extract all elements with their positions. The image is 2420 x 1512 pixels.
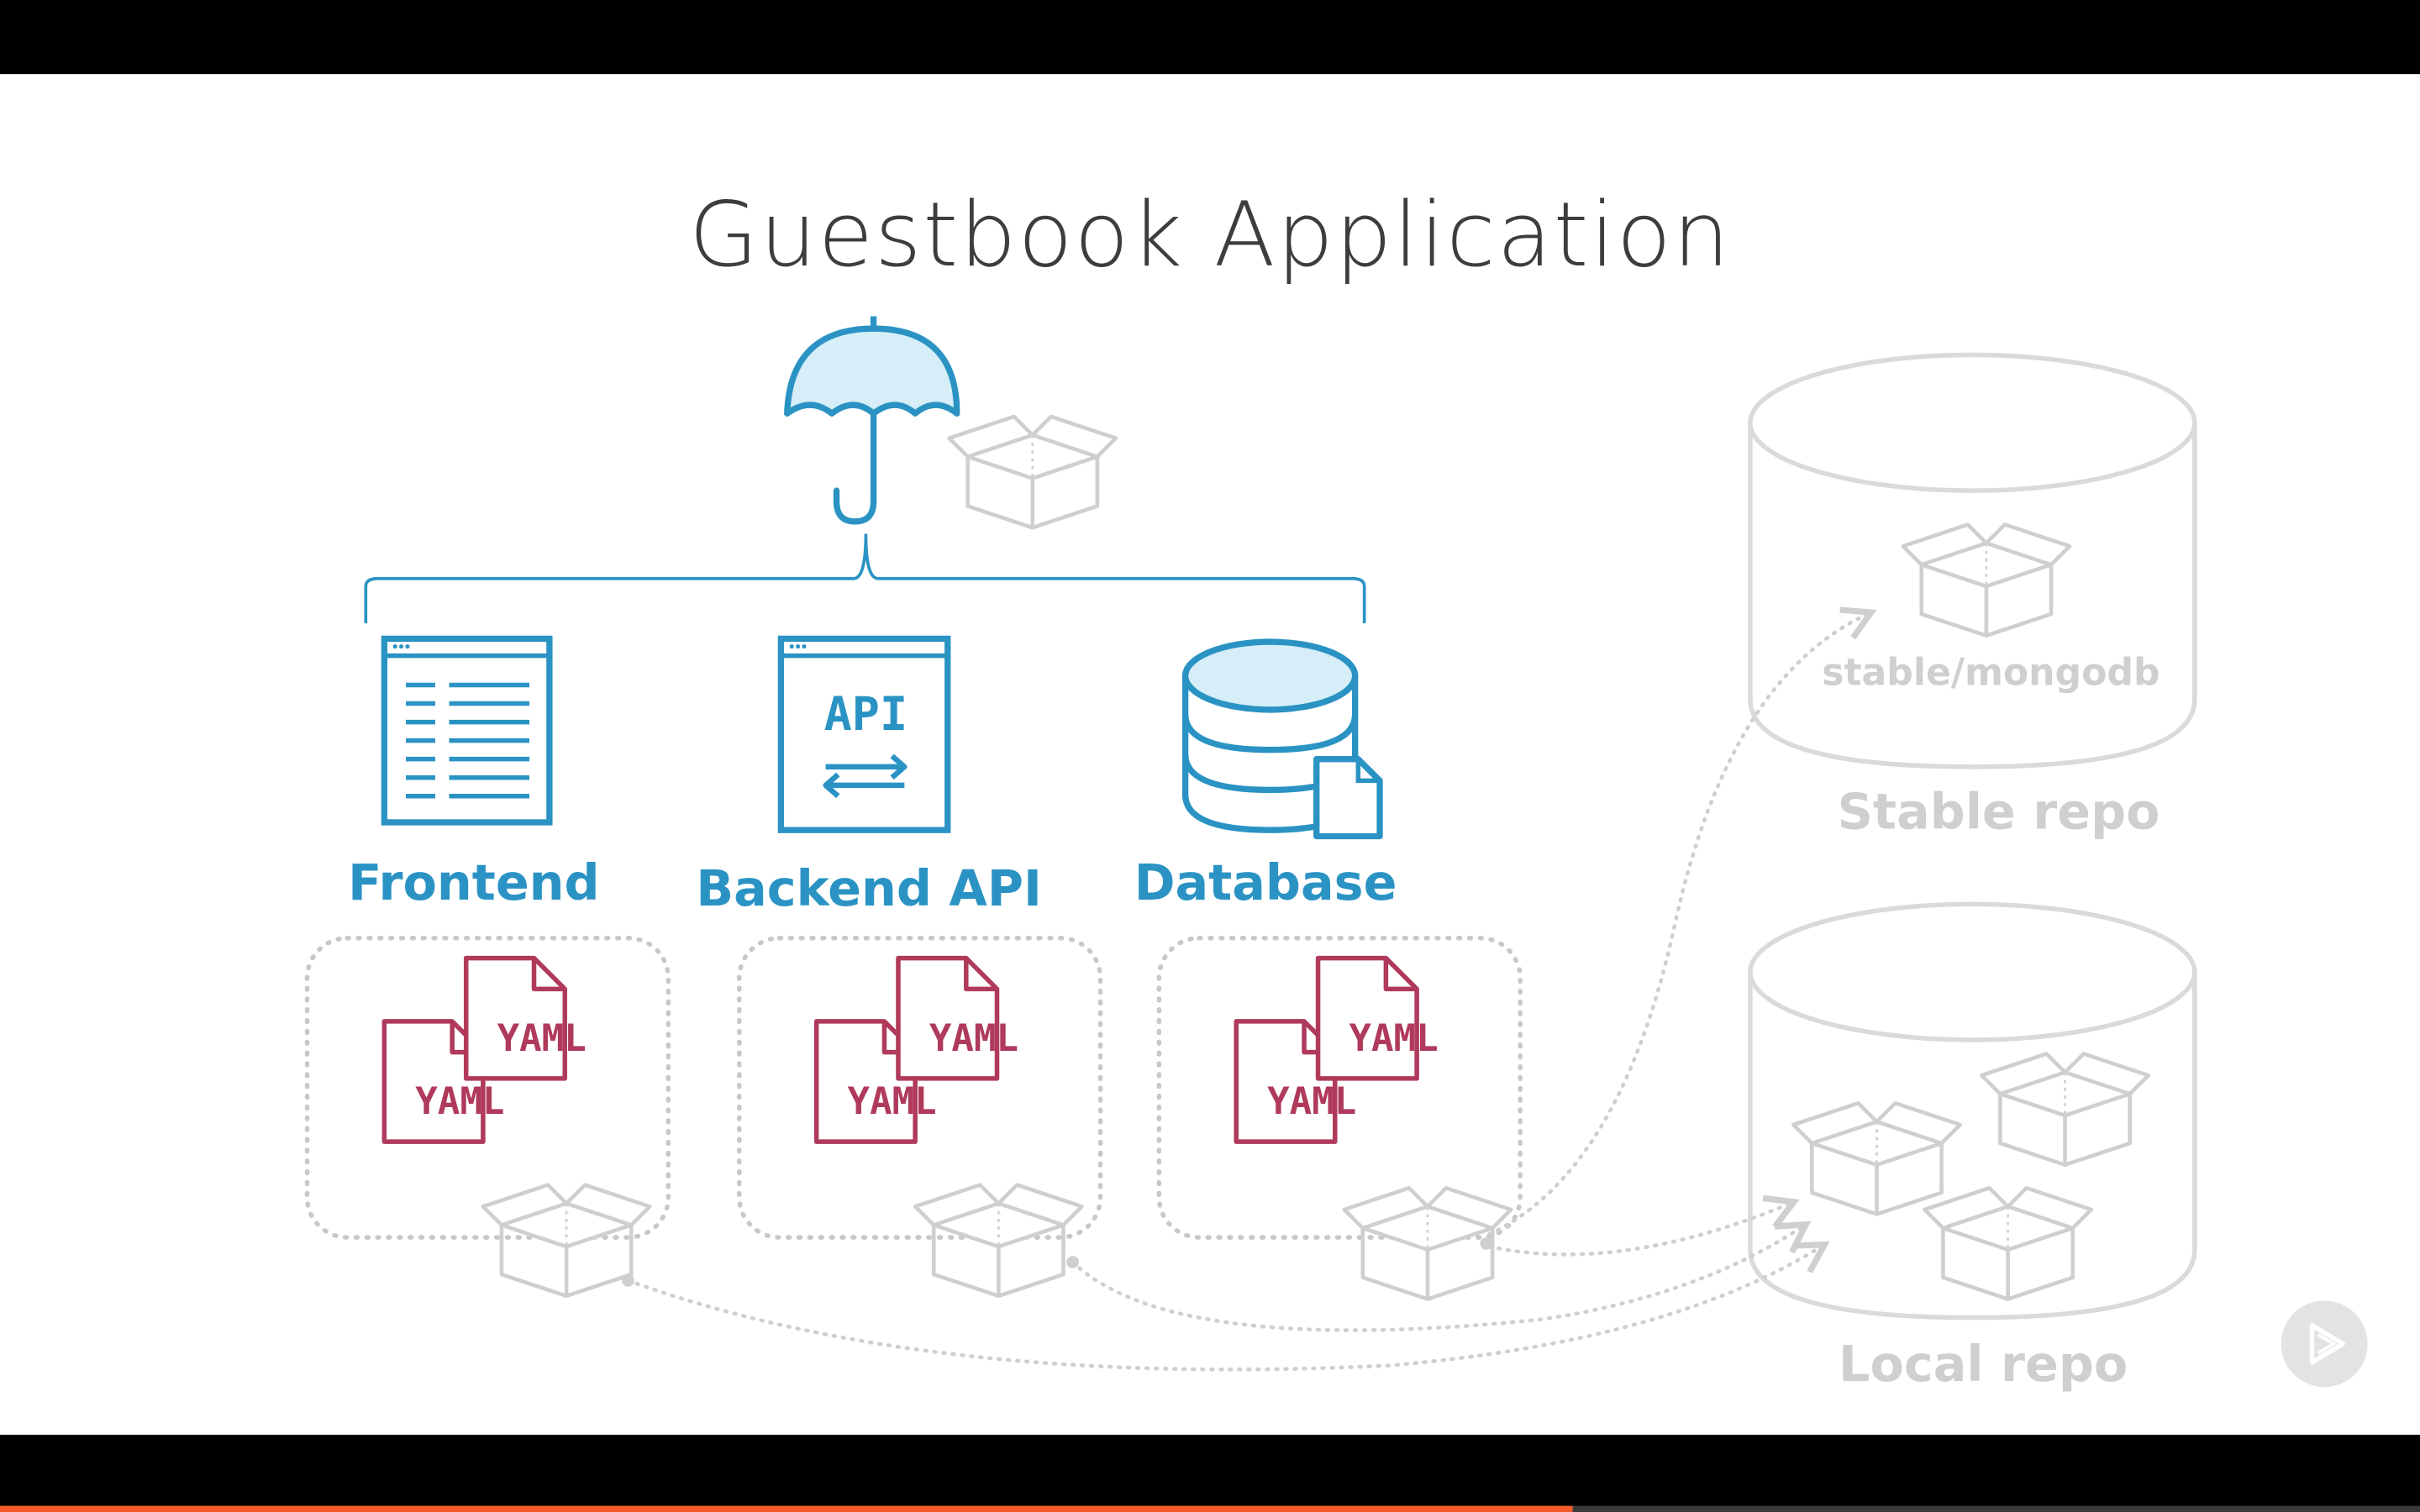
yaml-file-icons-frontend: YAML YAML xyxy=(384,958,587,1142)
svg-text:YAML: YAML xyxy=(929,1017,1018,1060)
backend-api-label: Backend API xyxy=(696,859,1042,918)
play-button[interactable] xyxy=(2281,1300,2368,1388)
svg-text:YAML: YAML xyxy=(848,1080,937,1123)
svg-text:YAML: YAML xyxy=(497,1017,587,1060)
backend-chart-container xyxy=(737,935,1103,1240)
local-repo-label: Local repo xyxy=(1839,1334,2128,1394)
progress-fill xyxy=(0,1505,1573,1512)
database-label: Database xyxy=(1134,853,1397,912)
helm-chart-package-icon xyxy=(950,417,1116,528)
dependency-arrows xyxy=(626,606,1877,1372)
mongodb-chart-label: stable/mongodb xyxy=(1822,651,2160,695)
progress-bar[interactable] xyxy=(0,1505,2420,1512)
yaml-file-icons-backend: YAML YAML xyxy=(817,958,1018,1142)
api-icon-text: API xyxy=(824,687,908,741)
slide-title: Guestbook Application xyxy=(688,181,1732,287)
local-repo-cylinder-icon xyxy=(1748,901,2197,1320)
backend-chart-package-icon xyxy=(915,1185,1081,1296)
grouping-bracket xyxy=(364,533,1366,624)
play-icon xyxy=(2309,1322,2345,1365)
letterbox-top xyxy=(0,0,2420,75)
svg-text:YAML: YAML xyxy=(1267,1080,1356,1123)
browser-list-icon xyxy=(381,635,553,826)
database-icon xyxy=(1181,638,1383,840)
helm-umbrella-icon xyxy=(784,316,960,525)
stable-repo-label: Stable repo xyxy=(1837,782,2160,842)
frontend-chart-container xyxy=(304,935,671,1240)
letterbox-bottom xyxy=(0,1435,2420,1512)
database-chart-container xyxy=(1156,935,1523,1240)
svg-text:YAML: YAML xyxy=(415,1080,504,1123)
frontend-label: Frontend xyxy=(348,853,600,912)
svg-text:YAML: YAML xyxy=(1349,1017,1438,1060)
yaml-file-icons-database: YAML YAML xyxy=(1236,958,1439,1142)
api-window-icon: API xyxy=(777,635,951,833)
stable-repo-cylinder-icon xyxy=(1748,352,2197,769)
